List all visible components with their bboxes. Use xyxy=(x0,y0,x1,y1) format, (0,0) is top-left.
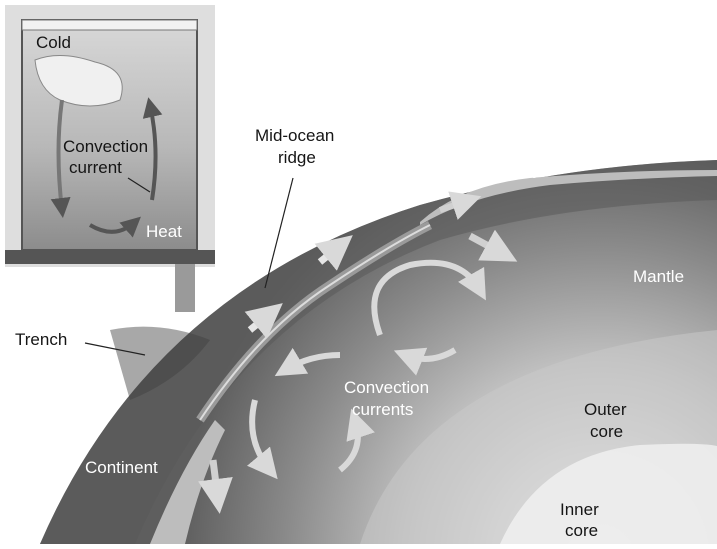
continent-top-label: Continent xyxy=(463,163,536,183)
beaker-glass xyxy=(22,20,197,250)
beaker-base xyxy=(5,250,215,264)
cold-label: Cold xyxy=(36,33,71,53)
beaker-rim xyxy=(22,20,197,30)
convection-currents-label-line1: Convection xyxy=(344,378,429,398)
continent-bottom-label: Continent xyxy=(85,458,158,478)
inner-core-label-line2: core xyxy=(565,521,598,541)
mid-ocean-ridge-label-line1: Mid-ocean xyxy=(255,126,334,146)
beaker-stand xyxy=(175,264,195,312)
convection-current-label-line2: current xyxy=(69,158,122,178)
mid-ocean-ridge-label-line2: ridge xyxy=(278,148,316,168)
convection-currents-label-line2: currents xyxy=(352,400,413,420)
outer-core-label-line2: core xyxy=(590,422,623,442)
trench-top-label: Trench xyxy=(373,177,425,197)
trench-left-label: Trench xyxy=(15,330,67,350)
mantle-label: Mantle xyxy=(633,267,684,287)
heat-label: Heat xyxy=(146,222,182,242)
subduction-arrow-down xyxy=(213,460,218,500)
outer-core-label-line1: Outer xyxy=(584,400,627,420)
convection-current-label-line1: Convection xyxy=(63,137,148,157)
inner-core-label-line1: Inner xyxy=(560,500,599,520)
